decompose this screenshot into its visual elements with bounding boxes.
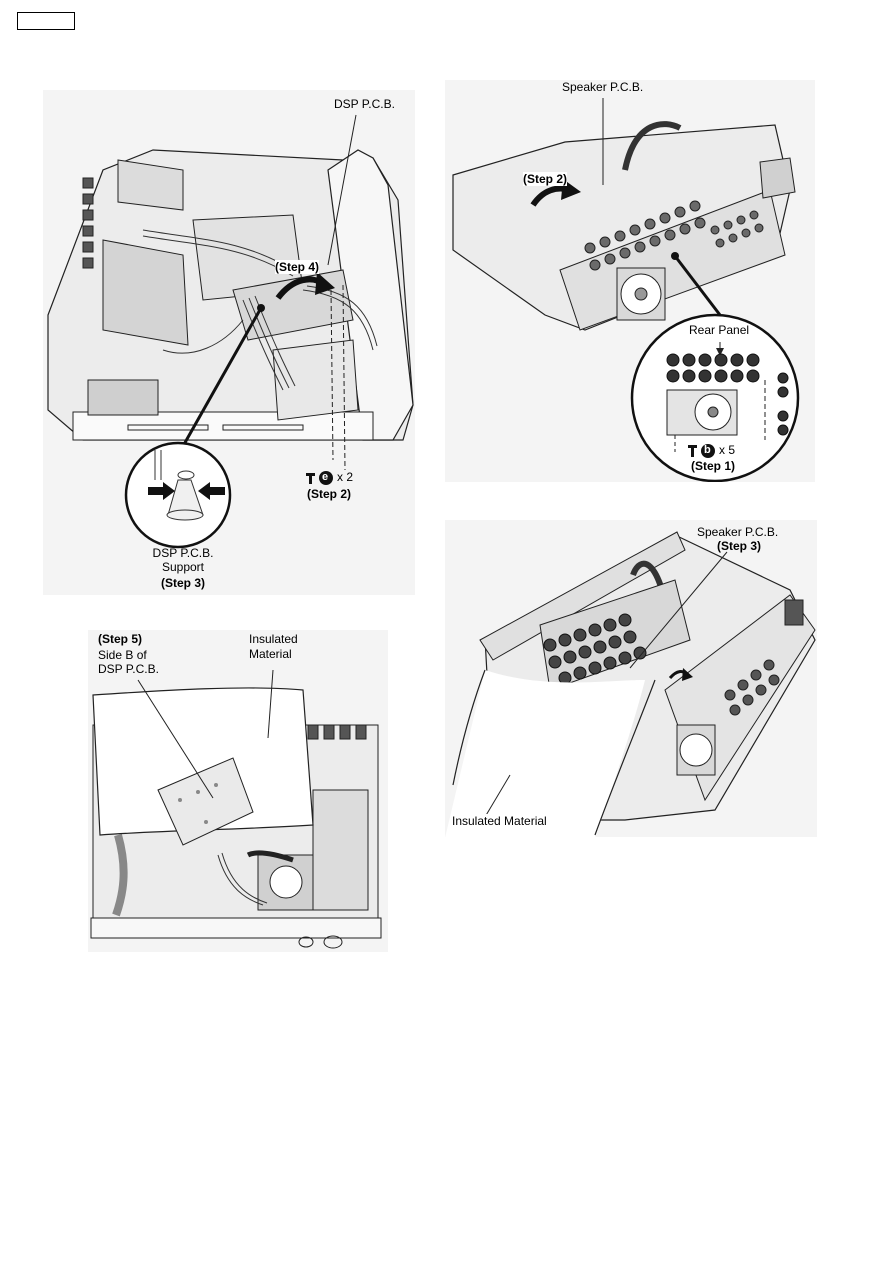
support-label-line2: Support <box>161 560 205 574</box>
insulated-label-line1: Insulated <box>249 632 298 646</box>
side-b-label-line1: Side B of <box>98 648 147 662</box>
step1-label: (Step 1) <box>691 459 736 473</box>
screw-icon <box>306 473 315 484</box>
screw-e-count: x 2 <box>337 470 354 484</box>
screw-e-symbol: e <box>322 471 329 483</box>
step3-label-fig4: (Step 3) <box>717 539 762 553</box>
insulated-material-label: Insulated Material <box>452 814 547 828</box>
figure-dsp-pcb-removal: DSP P.C.B. (Step 4) e x 2 (Step 2) DSP P… <box>43 90 415 595</box>
fan-icon <box>679 733 713 767</box>
step2-label-fig2: (Step 2) <box>523 172 568 186</box>
screw-b-symbol: b <box>704 444 711 456</box>
screw-b-count: x 5 <box>719 443 736 457</box>
speaker-pcb-label-fig2: Speaker P.C.B. <box>562 80 644 94</box>
push-arrow-icon <box>198 482 225 500</box>
step5-label: (Step 5) <box>98 632 143 646</box>
step4-label: (Step 4) <box>275 260 320 274</box>
support-label-line1: DSP P.C.B. <box>152 546 214 560</box>
speaker-pcb-label-fig4: Speaker P.C.B. <box>697 525 779 539</box>
chassis-drawing-3 <box>90 669 382 949</box>
push-arrow-icon <box>148 482 175 500</box>
rear-panel-label: Rear Panel <box>689 323 750 337</box>
figure-rear-panel-removal: Speaker P.C.B. (Step 2) Rear Panel b x 5… <box>445 80 815 482</box>
chassis-drawing-2 <box>452 98 800 482</box>
screw-icon <box>688 445 697 457</box>
page-header-box <box>17 12 75 30</box>
figure-speaker-pcb-removal: Speaker P.C.B. (Step 3) Insulated Materi… <box>445 520 817 837</box>
step2-label-fig1: (Step 2) <box>307 487 352 501</box>
chassis-drawing-4 <box>445 531 816 837</box>
step3-label-fig1: (Step 3) <box>160 576 205 590</box>
figure-dsp-side-b: (Step 5) Side B of DSP P.C.B. Insulated … <box>88 630 388 952</box>
insulated-label-line2: Material <box>249 647 292 661</box>
side-b-label-line2: DSP P.C.B. <box>98 662 159 676</box>
chassis-drawing-1 <box>47 114 414 549</box>
dsp-pcb-label: DSP P.C.B. <box>334 97 395 111</box>
